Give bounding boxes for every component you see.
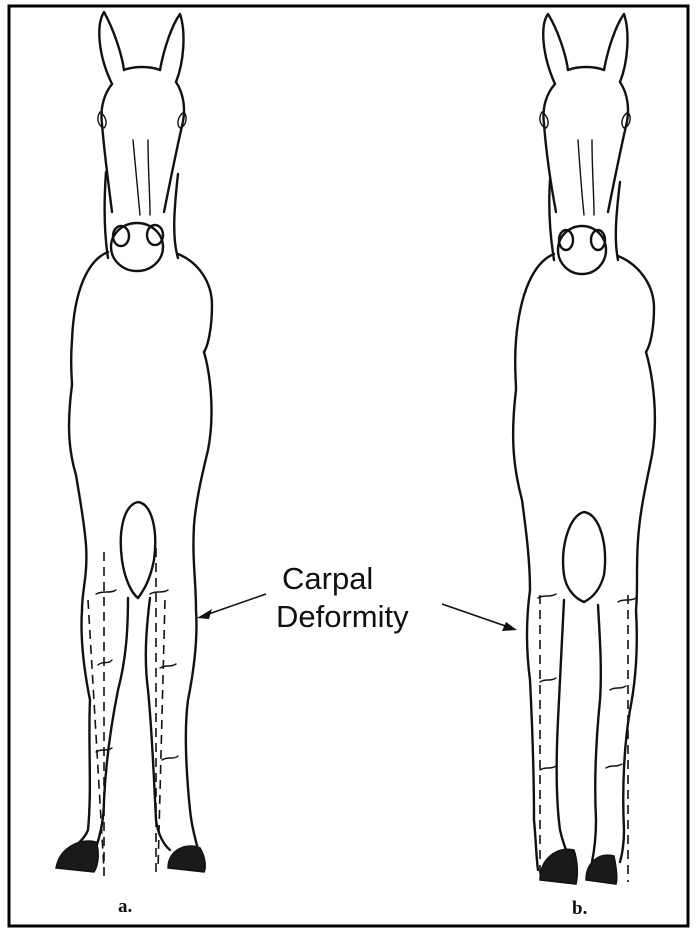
horse-b-drawing	[513, 14, 655, 884]
panel-label-b: b.	[572, 898, 587, 919]
horse-a-drawing	[56, 12, 212, 880]
arrowhead-horse-b	[502, 622, 517, 631]
panel-label-a: a.	[118, 896, 132, 917]
callout-line-2: Deformity	[276, 599, 409, 634]
callout-line-1: Carpal	[282, 561, 373, 596]
carpal-deformity-callout: Carpal Deformity	[197, 561, 517, 634]
arrowhead-horse-a	[197, 609, 212, 619]
figure-frame	[9, 6, 688, 926]
arrow-to-horse-b	[442, 604, 514, 629]
